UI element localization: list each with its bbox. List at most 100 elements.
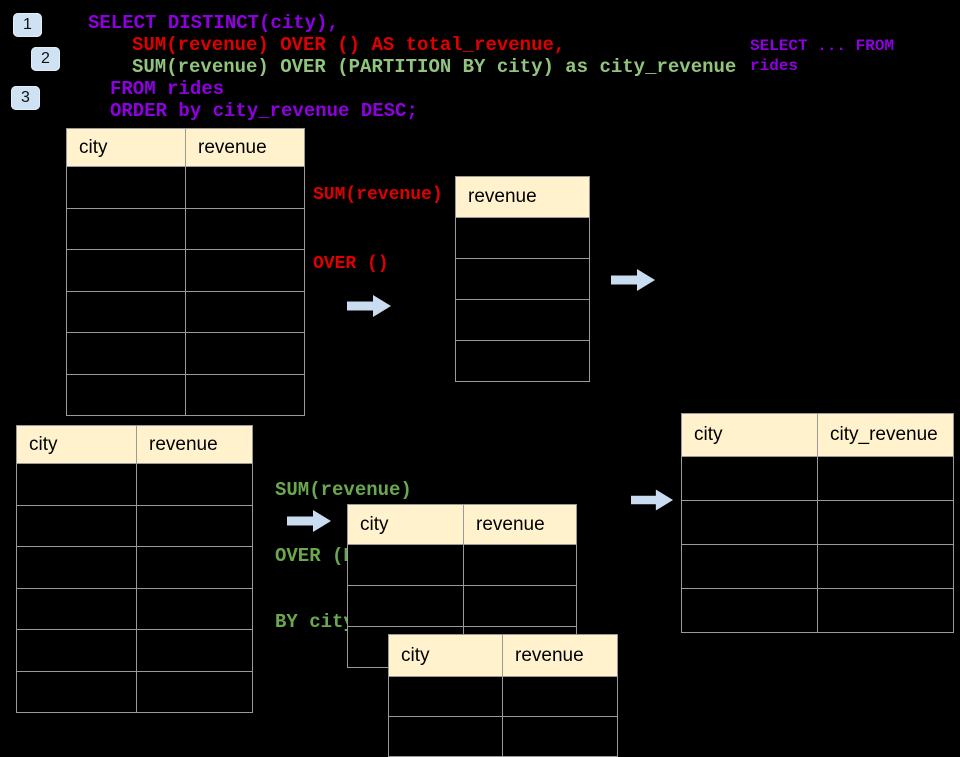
annotation-total-revenue: SUM(revenue) OVER () [313,138,443,299]
step-badge-1: 1 [13,13,42,37]
table-row [16,587,253,630]
column-header: city [16,425,137,464]
table-row [66,290,305,333]
empty-cell [66,166,186,209]
empty-cell [455,340,590,382]
table-row [681,588,954,633]
empty-cell [681,588,818,633]
empty-cell [66,249,186,292]
empty-cell [136,670,253,713]
empty-cell [136,504,253,547]
table-row [681,544,954,589]
right-arrow-icon [611,269,655,291]
empty-cell [388,716,503,757]
sql-line-from: FROM rides [110,78,225,100]
step-badge-2: 2 [31,47,60,71]
side-note-select-from-rides: SELECT ... FROM rides [750,37,895,75]
empty-cell [681,500,818,545]
empty-cell [16,587,137,630]
column-header: revenue [185,128,305,167]
empty-cell [16,670,137,713]
empty-cell [136,587,253,630]
column-header: city_revenue [817,413,954,457]
table-row [347,544,577,586]
column-header: revenue [502,634,618,677]
empty-cell [817,588,954,633]
right-arrow-icon [287,510,331,532]
empty-cell [455,217,590,259]
empty-cell [681,544,818,589]
empty-cell [16,546,137,589]
step-badge-3: 3 [11,86,40,110]
empty-cell [185,249,305,292]
table-row [681,500,954,545]
slide-canvas: { "colors": { "background": "#000000", "… [11,12,954,757]
right-arrow-icon [347,295,391,317]
empty-cell [66,290,186,333]
table-row [347,585,577,627]
empty-cell [817,456,954,501]
empty-cell [455,258,590,300]
empty-cell [185,166,305,209]
table-row [16,546,253,589]
empty-cell [347,544,464,586]
sql-line-select: SELECT DISTINCT(city), [88,12,339,34]
annotation-line: SUM(revenue) [275,479,412,501]
empty-cell [185,373,305,416]
empty-cell [347,585,464,627]
table-row [66,332,305,375]
empty-cell [66,207,186,250]
table-row [455,299,590,341]
empty-cell [455,299,590,341]
empty-cell [136,546,253,589]
table-row [681,456,954,501]
sql-line-city-revenue: SUM(revenue) OVER (PARTITION BY city) as… [132,56,737,78]
empty-cell [502,676,618,717]
empty-cell [388,676,503,717]
column-header: revenue [455,176,590,218]
table-row [16,463,253,506]
table-row [66,166,305,209]
empty-cell [463,544,577,586]
right-arrow-icon [631,489,674,511]
annotation-line: OVER () [313,254,389,274]
empty-cell [16,463,137,506]
table-row [66,249,305,292]
empty-cell [136,463,253,506]
table-row [16,670,253,713]
empty-cell [16,629,137,672]
empty-cell [16,504,137,547]
column-header: revenue [463,504,577,545]
header-row: revenue [455,176,590,218]
empty-cell [185,290,305,333]
table-row [66,207,305,250]
sql-line-order-by: ORDER by city_revenue DESC; [110,100,418,122]
table-row [455,258,590,300]
sql-line-total-revenue: SUM(revenue) OVER () AS total_revenue, [132,34,566,56]
annotation-line: SUM(revenue) [313,185,443,205]
empty-cell [185,207,305,250]
table-row [388,716,618,757]
empty-cell [463,585,577,627]
table-row [16,504,253,547]
table-row [16,629,253,672]
table-row [66,373,305,416]
empty-cell [502,716,618,757]
empty-cell [817,544,954,589]
table-row [455,217,590,259]
empty-cell [817,500,954,545]
column-header: city [347,504,464,545]
column-header: city [66,128,186,167]
empty-cell [681,456,818,501]
total-revenue-result-table: revenue [455,176,590,382]
column-header: revenue [136,425,253,464]
column-header: city [681,413,818,457]
